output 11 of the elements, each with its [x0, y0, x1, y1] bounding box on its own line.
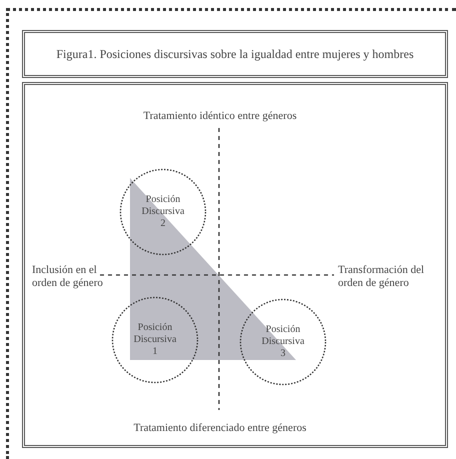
- position-circle: [119, 168, 207, 256]
- axis-label: Tratamiento diferenciado entre géneros: [132, 422, 308, 435]
- position-label: Posición Discursiva 1: [132, 322, 178, 358]
- axis-label: Transformación del orden de género: [338, 264, 426, 290]
- axis-label: Tratamiento idéntico entre géneros: [142, 110, 298, 123]
- position-circle: [239, 298, 327, 386]
- axis-label: Inclusión en el orden de género: [32, 264, 104, 290]
- position-circle: [111, 296, 199, 384]
- position-label: Posición Discursiva 3: [260, 324, 306, 360]
- position-label: Posición Discursiva 2: [140, 194, 186, 230]
- figure-title: Figura1. Posiciones discursivas sobre la igualdad entre mujeres y hombres: [56, 46, 414, 62]
